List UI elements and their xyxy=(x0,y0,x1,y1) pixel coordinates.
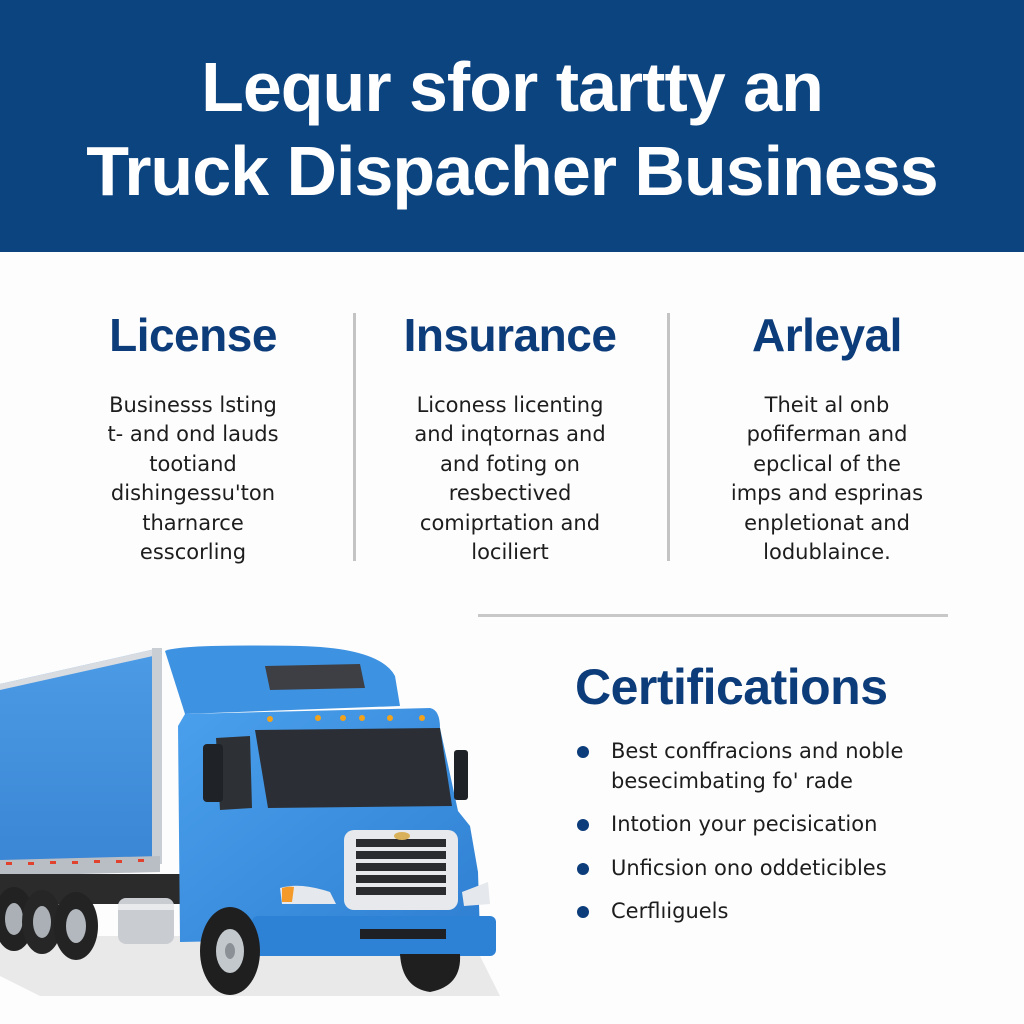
text-line: tootiand xyxy=(149,451,237,476)
page-title-line-1: Lequr sfor tartty an xyxy=(201,48,824,126)
text-line: epclical of the xyxy=(753,451,901,476)
text-line: t- and ond lauds xyxy=(107,422,279,447)
legal-description: Theit al onb pofiferman and epclical of … xyxy=(682,391,972,567)
text-line: lociliert xyxy=(471,540,549,565)
text-line: resbectived xyxy=(448,481,572,506)
bullet-icon xyxy=(577,746,589,758)
text-line: enpletionat and xyxy=(744,510,910,535)
license-description: Businesss lsting t- and ond lauds tootia… xyxy=(48,391,338,567)
page-title-line-2: Truck Dispacher Business xyxy=(86,132,938,210)
legal-column: Arleyal Theit al onb pofiferman and epcl… xyxy=(682,305,972,567)
insurance-column: Insurance Liconess licenting and inqtorn… xyxy=(365,305,655,567)
certifications-section: Certifications Best conffracions and nob… xyxy=(575,655,1005,941)
text-line: Liconess licenting xyxy=(416,393,604,417)
text-line: Theit al onb xyxy=(764,393,890,417)
text-line: Intotion your pecisication xyxy=(611,812,878,836)
section-divider xyxy=(478,614,948,617)
text-line: Best conffracions and noble xyxy=(611,739,904,763)
certifications-heading: Certifications xyxy=(575,659,888,715)
column-divider xyxy=(667,313,670,561)
text-line: pofiferman and xyxy=(746,422,908,447)
certifications-list: Best conffracions and noble besecimbatin… xyxy=(575,737,1005,927)
insurance-heading: Insurance xyxy=(403,309,617,361)
text-line: and foting on xyxy=(440,451,580,476)
text-line: Unficsion ono oddeticibles xyxy=(611,855,887,880)
bullet-icon xyxy=(577,862,589,875)
text-line: comiprtation and xyxy=(419,510,601,535)
list-item: Best conffracions and noble besecimbatin… xyxy=(575,737,1005,796)
list-item: Cerflıiguels xyxy=(575,897,1005,927)
list-item: Intotion your pecisication xyxy=(575,810,1005,840)
bullet-icon xyxy=(577,906,589,918)
license-column: License Businesss lsting t- and ond laud… xyxy=(48,305,338,567)
text-line: Cerflıiguels xyxy=(611,899,729,923)
text-line: lodublaince. xyxy=(763,540,891,565)
license-heading: License xyxy=(109,309,277,361)
truck-icon xyxy=(0,645,500,996)
text-line: and inqtornas and xyxy=(414,422,606,447)
text-line: imps and esprinas xyxy=(730,481,924,506)
column-divider xyxy=(353,313,356,561)
text-line: besecimbating fo' rade xyxy=(611,768,853,793)
insurance-description: Liconess licenting and inqtornas and and… xyxy=(365,391,655,567)
list-item: Unficsion ono oddeticibles xyxy=(575,854,1005,884)
legal-heading: Arleyal xyxy=(752,309,902,361)
text-line: Businesss lsting xyxy=(109,393,277,417)
text-line: tharnarce xyxy=(142,510,244,535)
text-line: esscorling xyxy=(139,540,247,565)
text-line: dishingessu'ton xyxy=(110,481,276,506)
bullet-icon xyxy=(577,819,589,831)
header-banner: Lequr sfor tartty an Truck Dispacher Bus… xyxy=(0,0,1024,252)
